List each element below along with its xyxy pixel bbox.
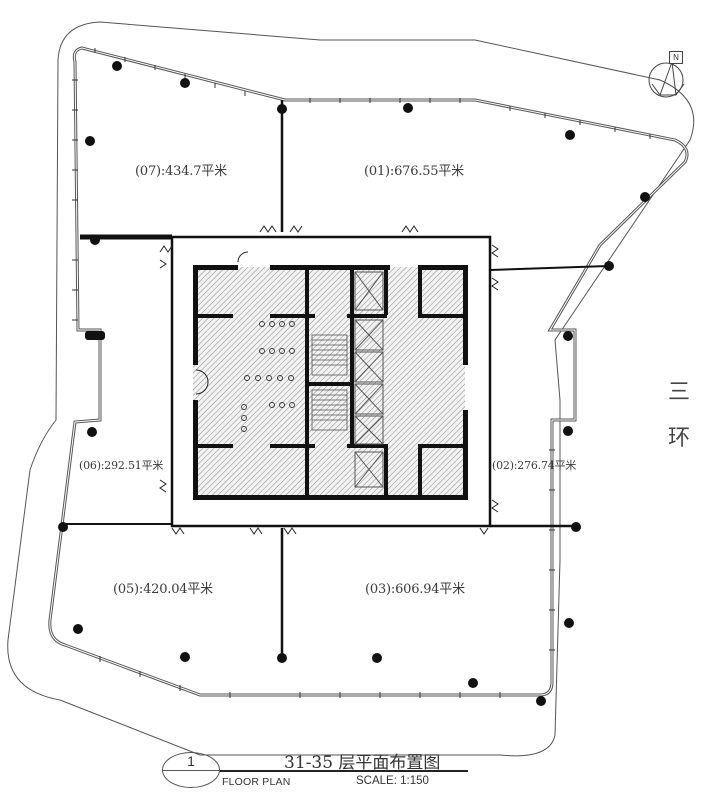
- core-walls: [193, 265, 468, 500]
- mullion-ticks: [72, 48, 651, 698]
- road-label-line1: 三: [668, 380, 691, 405]
- unit-label-07: (07):434.7平米: [135, 164, 227, 179]
- unit-label-02: (02):276.74平米: [492, 459, 577, 472]
- stairs: [311, 334, 348, 431]
- curtain-wall-inner: [49, 47, 688, 696]
- north-label: N: [669, 51, 683, 64]
- unit-label-01: (01):676.55平米: [364, 164, 464, 179]
- unit-partitions: [66, 100, 609, 657]
- drawing-scale: SCALE: 1:150: [356, 775, 429, 787]
- sheet-number-bubble: 1: [162, 752, 220, 788]
- drawing-subtitle: FLOOR PLAN: [222, 776, 291, 788]
- unit-label-03: (03):606.94平米: [365, 582, 465, 597]
- bubble-divider: [163, 770, 219, 771]
- title-block: 1 31-35 层平面布置图 FLOOR PLAN SCALE: 1:150: [158, 748, 478, 796]
- unit-label-05: (05):420.04平米: [113, 582, 213, 597]
- columns: [58, 61, 650, 706]
- title-underline: [220, 770, 468, 772]
- road-label-line2: 环: [668, 426, 691, 451]
- elevator-shafts: [354, 271, 384, 488]
- sheet-number: 1: [187, 753, 195, 769]
- site-boundary: [7, 21, 695, 757]
- north-arrow-icon: [648, 61, 685, 98]
- restroom-fixtures: [241, 321, 295, 432]
- unit-label-06: (06):292.51平米: [79, 459, 164, 472]
- drawing-title: 31-35 层平面布置图: [284, 753, 441, 773]
- door-swings: [159, 225, 499, 535]
